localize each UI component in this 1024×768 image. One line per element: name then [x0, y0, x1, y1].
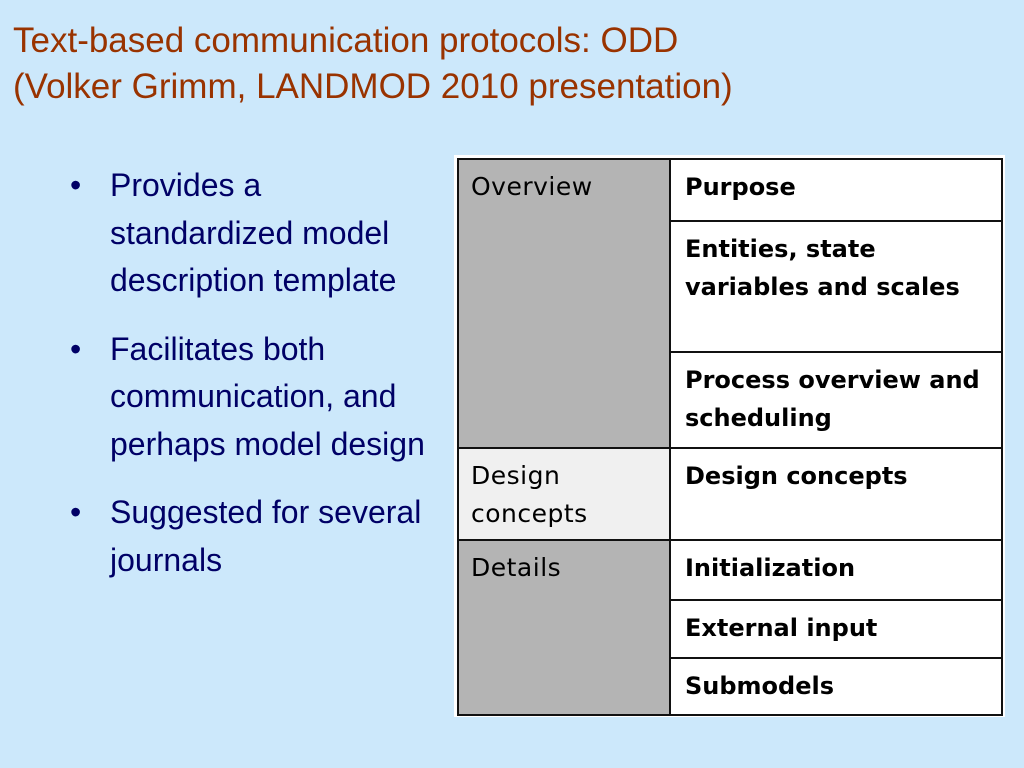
bullet-item: • Facilitates both communication, and pe…: [68, 326, 438, 469]
bullet-text: Provides a standardized model descriptio…: [110, 167, 397, 298]
table-row: External input: [458, 599, 1003, 659]
slide-title-line-1: Text-based communication protocols: ODD: [13, 21, 679, 60]
bullet-list: • Provides a standardized model descript…: [68, 162, 438, 605]
table-row: Details Initialization: [457, 539, 1003, 716]
element-entities: Entities, state variables and scales: [669, 220, 1003, 353]
table-row: Process overview and scheduling: [458, 351, 1003, 449]
element-initialization: Initialization: [669, 539, 1003, 601]
table-row: Design concepts Design concepts: [457, 447, 1003, 541]
element-design-concepts: Design concepts: [669, 447, 1003, 541]
element-submodels: Submodels: [669, 657, 1003, 716]
bullet-text: Suggested for several journals: [110, 494, 422, 578]
section-design-concepts: Design concepts: [457, 447, 671, 541]
bullet-dot-icon: •: [70, 167, 82, 203]
slide-title: Text-based communication protocols: ODD …: [13, 18, 1013, 110]
section-overview: Overview: [457, 158, 671, 449]
table-row: Submodels: [458, 657, 1003, 716]
table-row: Entities, state variables and scales: [458, 220, 1003, 353]
odd-protocol-table-image: Overview Purpose Entities, state variabl…: [454, 155, 1005, 717]
element-process-overview: Process overview and scheduling: [669, 351, 1003, 449]
element-external-input: External input: [669, 599, 1003, 659]
bullet-item: • Provides a standardized model descript…: [68, 162, 438, 305]
bullet-dot-icon: •: [70, 330, 82, 367]
odd-protocol-table: Overview Purpose Entities, state variabl…: [457, 158, 1003, 716]
bullet-item: • Suggested for several journals: [68, 489, 438, 584]
table-row: Overview Purpose: [457, 158, 1003, 449]
bullet-dot-icon: •: [70, 494, 82, 530]
element-purpose: Purpose: [669, 158, 1003, 222]
slide-title-line-2: (Volker Grimm, LANDMOD 2010 presentation…: [13, 67, 733, 106]
section-details: Details: [457, 539, 671, 716]
bullet-text: Facilitates both communication, and perh…: [110, 330, 425, 462]
